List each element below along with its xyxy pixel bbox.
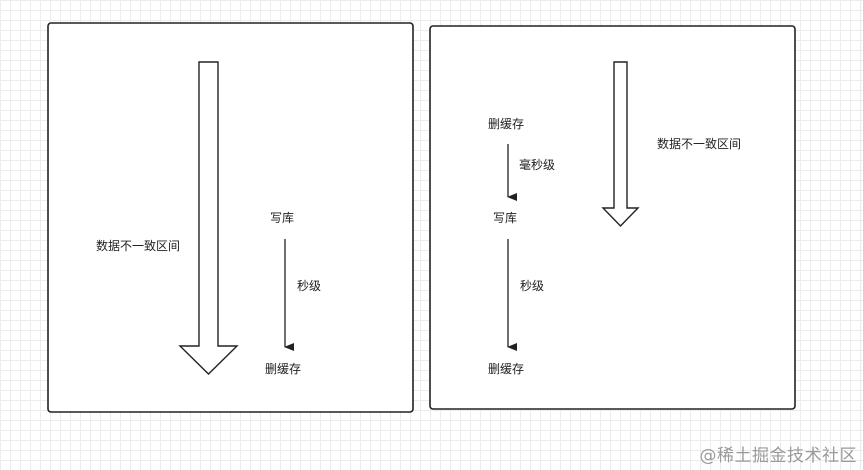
left-inconsistency-block-arrow: [178, 61, 239, 375]
left-write-db-label: 写库: [270, 210, 294, 225]
left-panel-frame: [47, 22, 414, 413]
right-inconsistency-label: 数据不一致区间: [657, 136, 741, 151]
right-milliseconds-label: 毫秒级: [519, 157, 555, 172]
left-delete-cache-label: 删缓存: [265, 362, 301, 376]
right-inconsistency-block-arrow: [601, 61, 640, 228]
right-panel: 删缓存 毫秒级 写库 秒级 删缓存 数据不一致区间: [429, 25, 796, 410]
left-seconds-label: 秒级: [297, 279, 321, 293]
right-seconds-label: 秒级: [520, 279, 544, 293]
left-panel: 数据不一致区间 写库 秒级 删缓存: [47, 22, 414, 413]
left-inconsistency-label: 数据不一致区间: [96, 238, 180, 253]
right-second-delete-cache-label: 删缓存: [488, 362, 524, 376]
right-first-delete-cache-label: 删缓存: [488, 117, 524, 131]
right-write-db-label: 写库: [493, 210, 517, 225]
watermark-text: @稀土掘金技术社区: [699, 446, 857, 466]
